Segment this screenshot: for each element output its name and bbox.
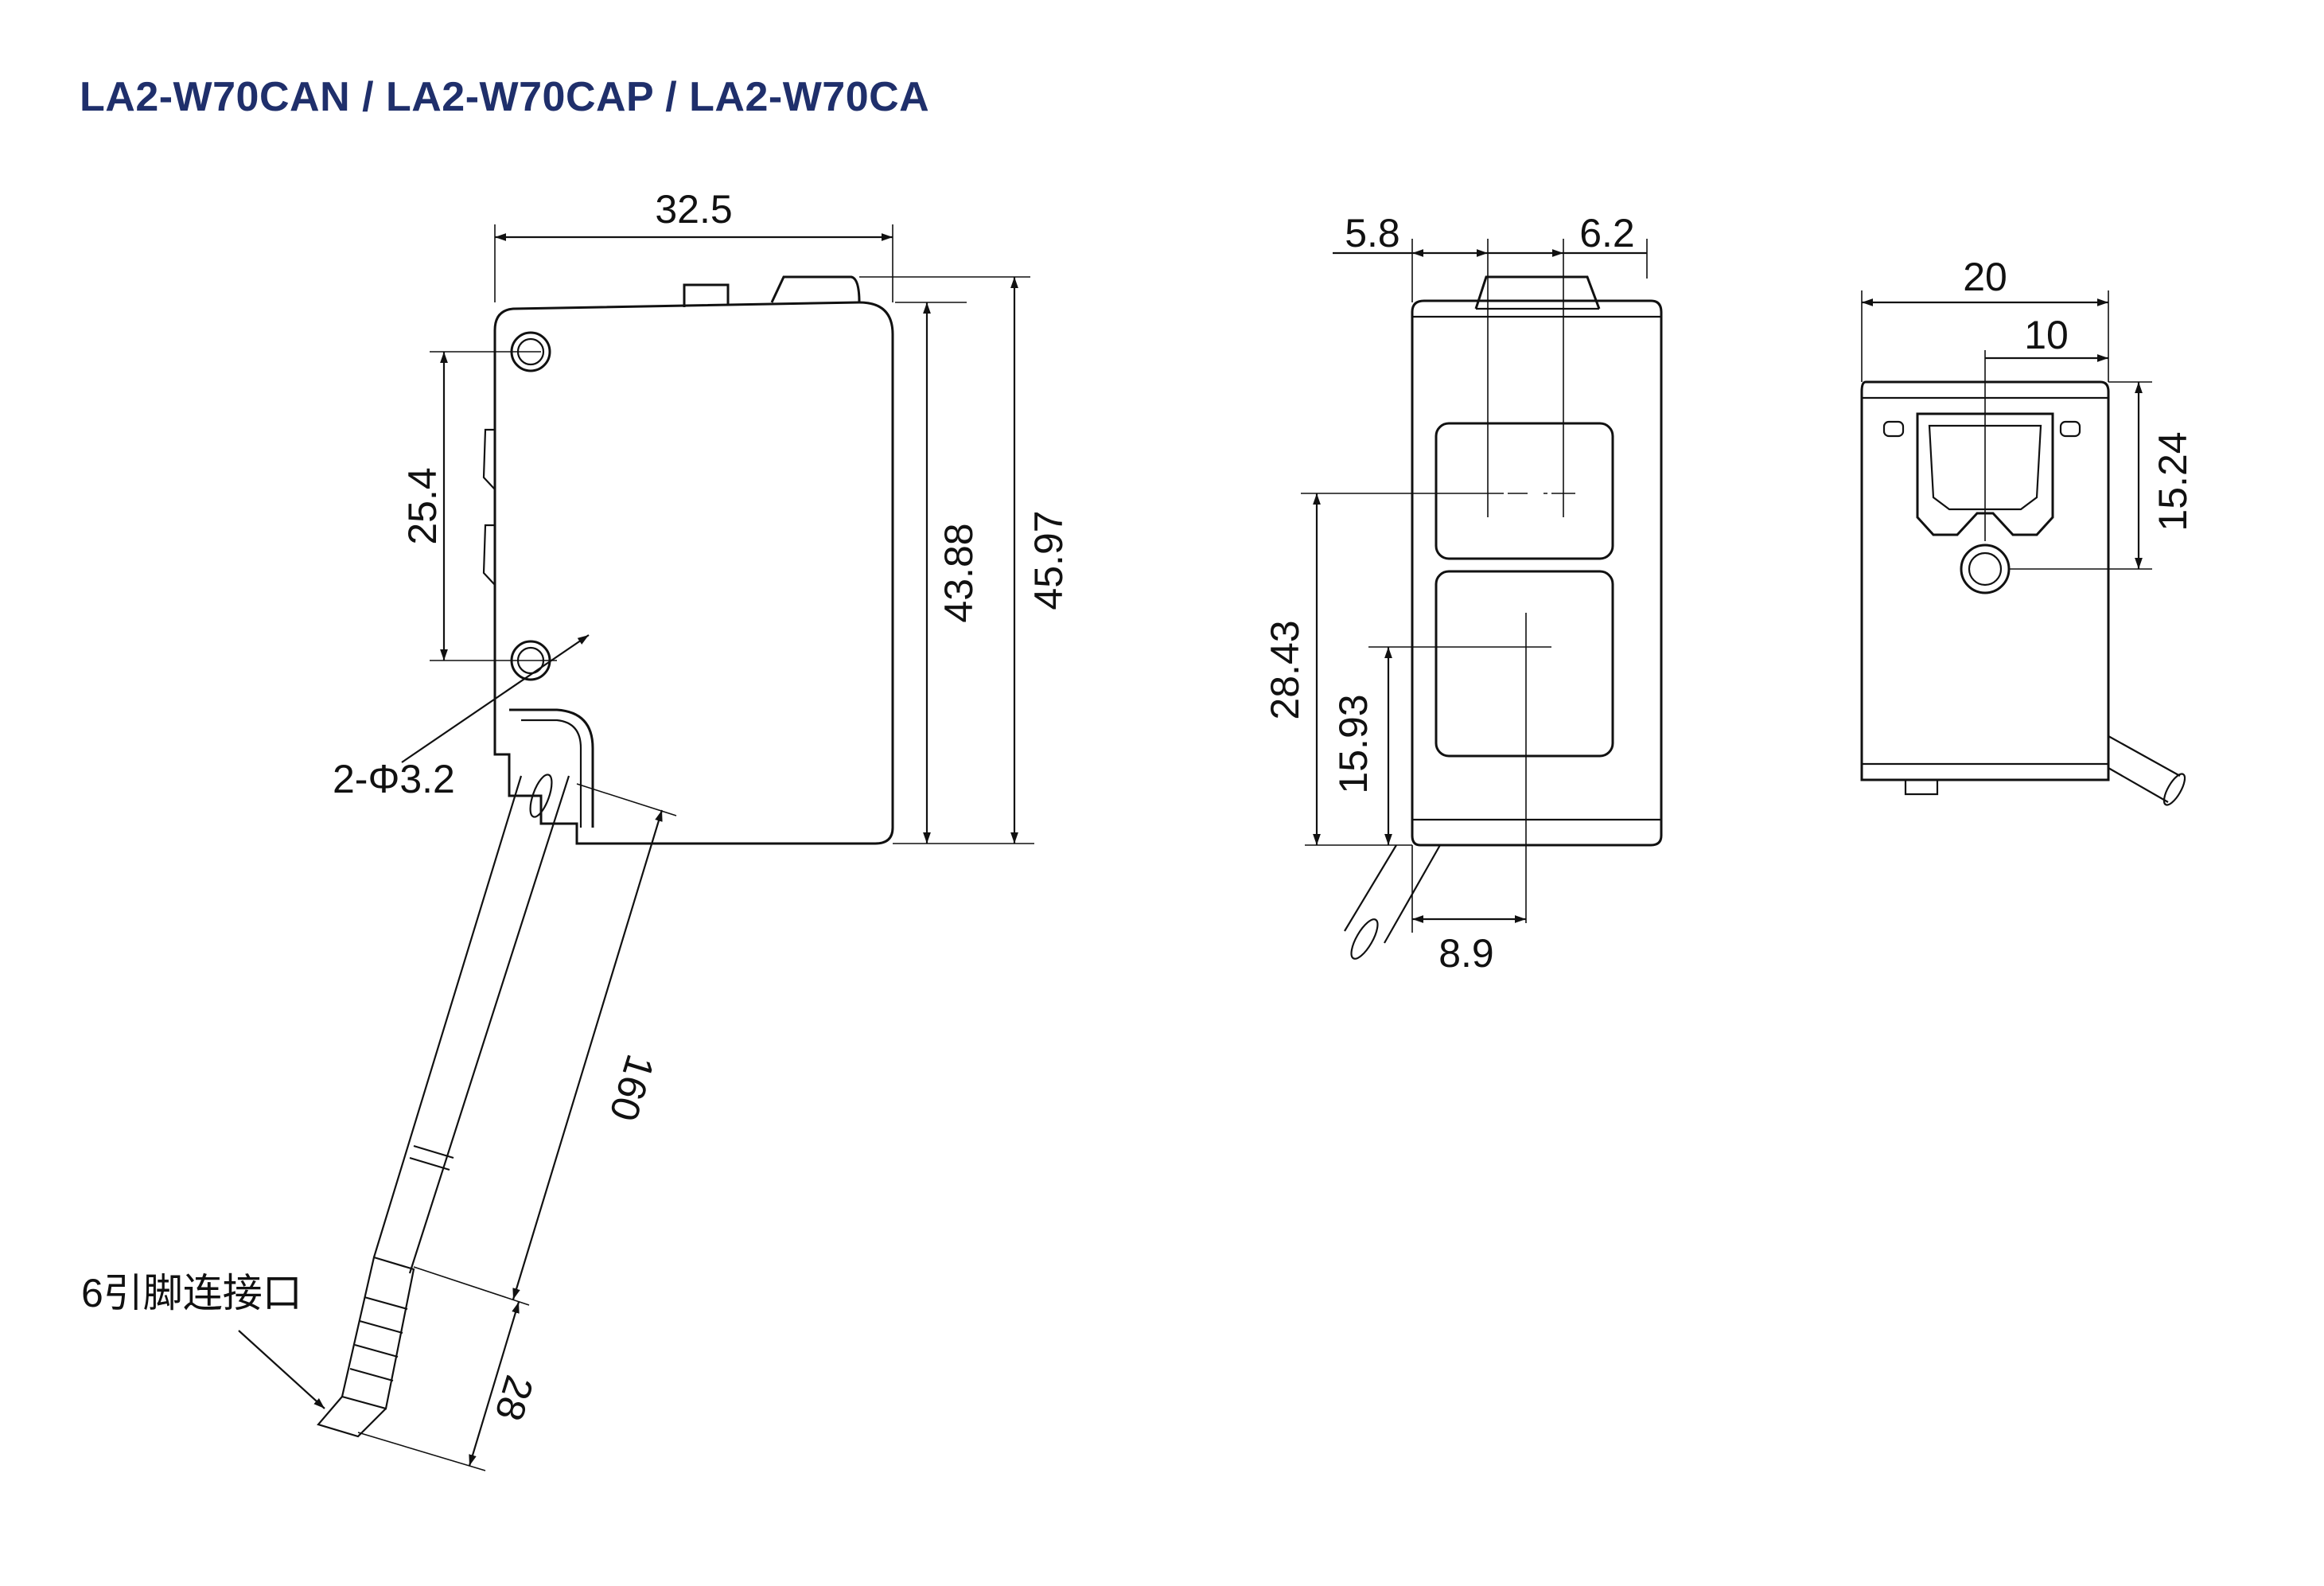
dim-label-back-width: 20: [1963, 255, 2007, 299]
centerlines-lower: [1368, 613, 1551, 923]
dim-label-holes: 2-Φ3.2: [333, 757, 455, 801]
back-tab-inner: [1928, 424, 2042, 511]
dim-label-upper-center: 28.43: [1263, 620, 1307, 719]
dim-label-width: 32.5: [655, 187, 732, 232]
front-cable-end: [1350, 918, 1379, 960]
back-bottom-tab: [1904, 780, 1939, 796]
back-hole-inner: [1968, 551, 2003, 586]
cable-exit-bracket: [509, 708, 594, 828]
connector-label: 6引脚连接口: [81, 1271, 302, 1315]
side-clip-1: [482, 428, 496, 490]
back-view: 20 10 15.24: [1860, 255, 2195, 806]
ext-line: [357, 1432, 486, 1471]
dim-label-body-height: 43.88: [936, 523, 981, 622]
dim-label-cable-length: 160: [601, 1050, 663, 1126]
dim-label-back-half: 10: [2024, 313, 2069, 357]
front-view-body: [1411, 299, 1663, 847]
cable-exit-inner: [521, 719, 582, 828]
dim-line-cable-length: [512, 809, 664, 1300]
emitter-window: [1434, 422, 1614, 560]
front-cable-stub: [1344, 844, 1441, 944]
back-view-body: [1860, 380, 2110, 781]
dim-label-hole-pitch: 25.4: [400, 467, 445, 544]
dim-label-total-height: 45.97: [1026, 510, 1071, 610]
centerlines-upper: [1487, 239, 1575, 517]
dim-label-lower-center: 15.93: [1331, 694, 1376, 793]
back-tab: [1916, 412, 2054, 536]
connector: [317, 1256, 415, 1438]
dim-line-connector-length: [468, 1301, 520, 1467]
dim-label-right-offset: 6.2: [1579, 211, 1635, 255]
slot-left: [1882, 420, 1905, 438]
back-cable-end: [2162, 773, 2186, 806]
side-view: 32.5 25.4 43.88 45.97 2-Φ3.2 160 28 6引脚连…: [81, 187, 1071, 1471]
dim-label-back-hole-height: 15.24: [2151, 431, 2195, 531]
side-view-body: [493, 301, 894, 845]
slot-right: [2059, 420, 2081, 438]
front-view: 5.8 6.2 28.43 15.93 8.9: [1263, 211, 1663, 976]
leader-holes: [401, 634, 590, 763]
cable-sleeve-band: [409, 1144, 454, 1171]
dim-label-left-offset: 5.8: [1345, 211, 1400, 255]
cable: [372, 775, 570, 1274]
receiver-window: [1434, 570, 1614, 758]
side-clip-2: [482, 524, 496, 586]
dim-label-bottom-offset: 8.9: [1438, 931, 1494, 976]
ext-line: [413, 1266, 530, 1306]
side-view-top-bump: [683, 283, 730, 307]
drawing-title: LA2-W70CAN / LA2-W70CAP / LA2-W70CA: [80, 74, 930, 120]
side-view-top-tab: [770, 275, 861, 303]
leader-connector: [238, 1330, 325, 1409]
back-cable-stub: [2108, 735, 2181, 803]
front-top-tab: [1474, 275, 1601, 310]
